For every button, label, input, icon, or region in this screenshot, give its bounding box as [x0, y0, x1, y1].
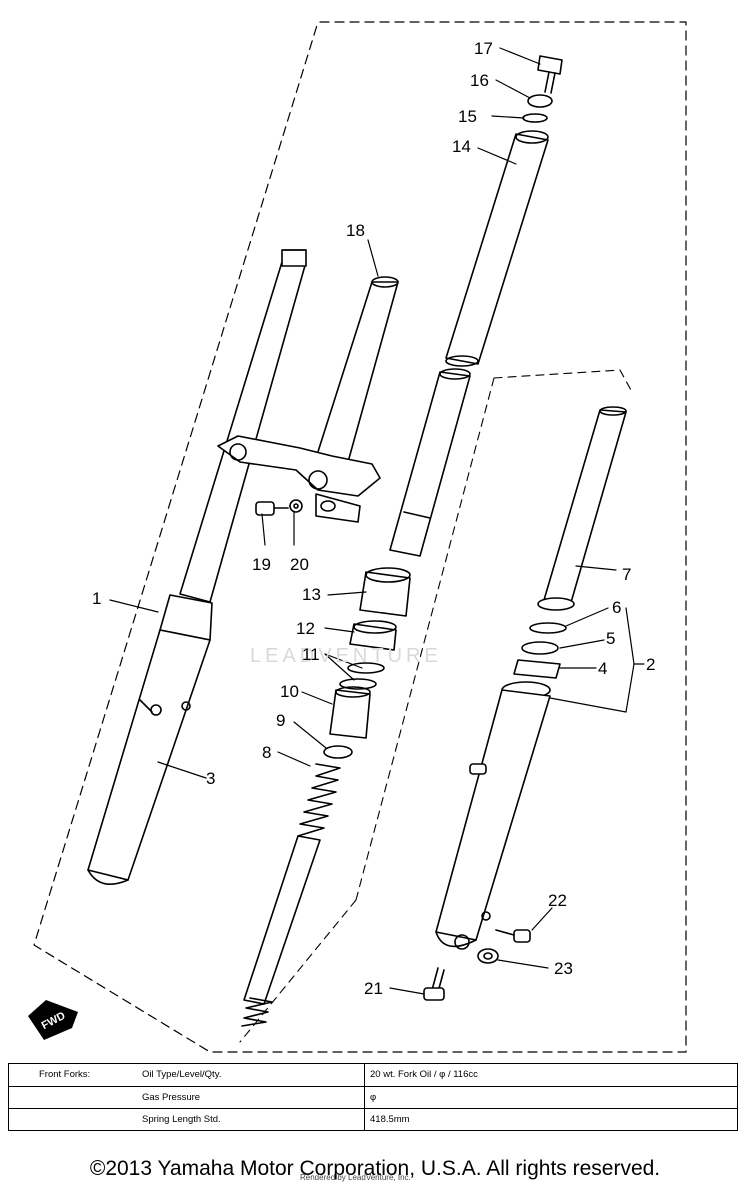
callout-18: 18 [346, 221, 365, 240]
pinch-bolt-part [255, 499, 303, 516]
fork-assembly-part [87, 249, 307, 886]
fwd-arrow-icon: FWD [28, 1000, 78, 1040]
callout-21: 21 [364, 979, 383, 998]
callout-14: 14 [452, 137, 471, 156]
drain-bolt-part [423, 929, 531, 1001]
table-row: Gas Pressure φ [9, 1086, 737, 1109]
callout-23: 23 [554, 959, 573, 978]
subassembly-boundary-line [355, 377, 495, 901]
callout-20: 20 [290, 555, 309, 574]
callout-15: 15 [458, 107, 477, 126]
watermark-text: LEADVENTURE [250, 645, 442, 667]
callout-9: 9 [276, 711, 285, 730]
spec-table: Front Forks: Oil Type/Level/Qty. 20 wt. … [8, 1063, 738, 1131]
callout-8: 8 [262, 743, 271, 762]
callout-16: 16 [470, 71, 489, 90]
callout-4: 4 [598, 659, 607, 678]
damper-rod-part [389, 368, 471, 557]
cap-bolt-part [522, 55, 563, 123]
spring-seat-part [323, 745, 353, 759]
copyright-text: ©2013 Yamaha Motor Corporation, U.S.A. A… [89, 1157, 661, 1180]
table-row: Spring Length Std. 418.5mm [9, 1108, 737, 1131]
row-value: φ [370, 1092, 377, 1103]
assembly-boundary-line [33, 21, 687, 1053]
inner-tube-part [445, 130, 549, 367]
credit-text: Rendered by LeadVenture, Inc. [300, 1173, 411, 1182]
bushing-part [329, 686, 371, 739]
row-label: Spring Length Std. [142, 1114, 221, 1125]
dust-seal-part [359, 567, 411, 617]
row-value: 418.5mm [370, 1114, 410, 1125]
callout-2: 2 [646, 655, 655, 674]
callout-13: 13 [302, 585, 321, 604]
row-label: Gas Pressure [142, 1092, 201, 1103]
fork-exploded-diagram: LEADVENTURE FWD 1 2 3 4 5 6 7 8 9 10 11 … [28, 21, 687, 1053]
table-row: Front Forks: Oil Type/Level/Qty. 20 wt. … [9, 1064, 737, 1086]
callout-1: 1 [92, 589, 101, 608]
slide-metal-part [513, 622, 567, 679]
right-inner-tube-part [537, 406, 627, 611]
leader-lines [109, 47, 645, 995]
callout-12: 12 [296, 619, 315, 638]
group-label: Front Forks: [39, 1069, 91, 1080]
callout-5: 5 [606, 629, 615, 648]
callout-19: 19 [252, 555, 271, 574]
row-value: 20 wt. Fork Oil / φ / 116cc [370, 1069, 478, 1080]
callout-22: 22 [548, 891, 567, 910]
callout-7: 7 [622, 565, 631, 584]
oil-seal-part [349, 620, 397, 651]
callout-11: 11 [302, 645, 320, 664]
callout-6: 6 [612, 598, 621, 617]
callout-labels: 1 2 3 4 5 6 7 8 9 10 11 12 13 14 15 16 1… [92, 39, 655, 998]
fork-spring-part [241, 763, 341, 1027]
subassembly-boundary-line [239, 899, 357, 1043]
steering-stem-part [217, 276, 399, 523]
callout-3: 3 [206, 769, 215, 788]
callout-10: 10 [280, 682, 299, 701]
outer-tube-part [435, 681, 551, 950]
callout-17: 17 [474, 39, 493, 58]
table-divider [364, 1064, 365, 1130]
subassembly-boundary-line [493, 369, 633, 393]
circlip-part [339, 662, 385, 690]
row-label: Oil Type/Level/Qty. [142, 1069, 222, 1080]
